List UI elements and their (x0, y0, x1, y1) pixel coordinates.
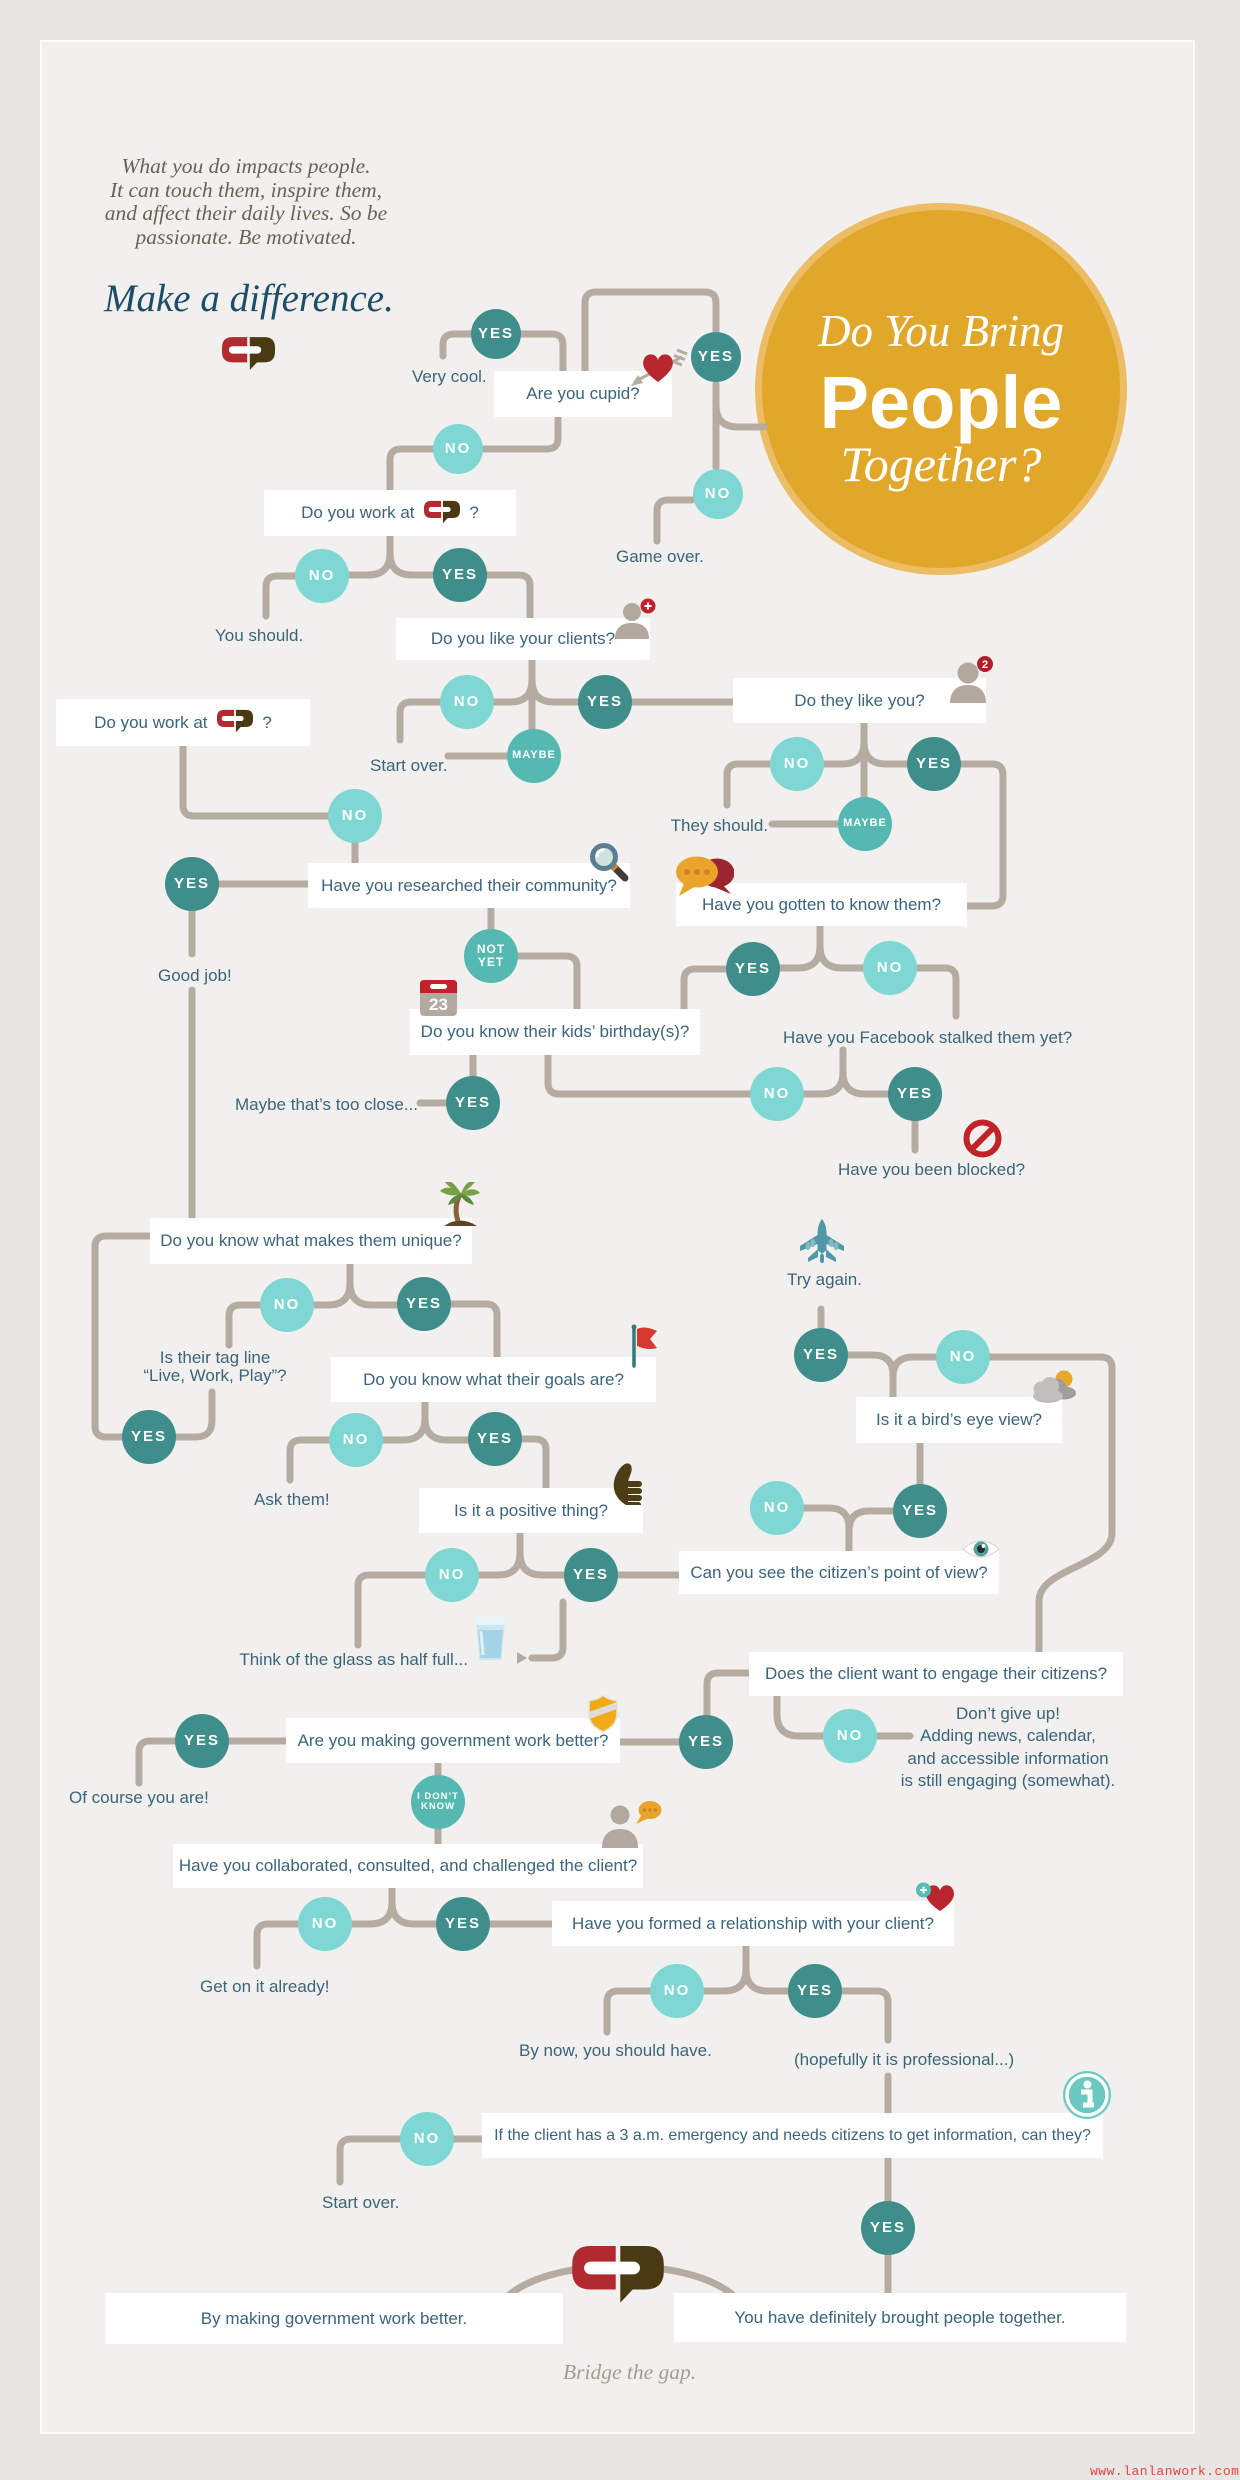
svg-text:2: 2 (982, 659, 988, 671)
svg-text:23: 23 (429, 995, 448, 1014)
